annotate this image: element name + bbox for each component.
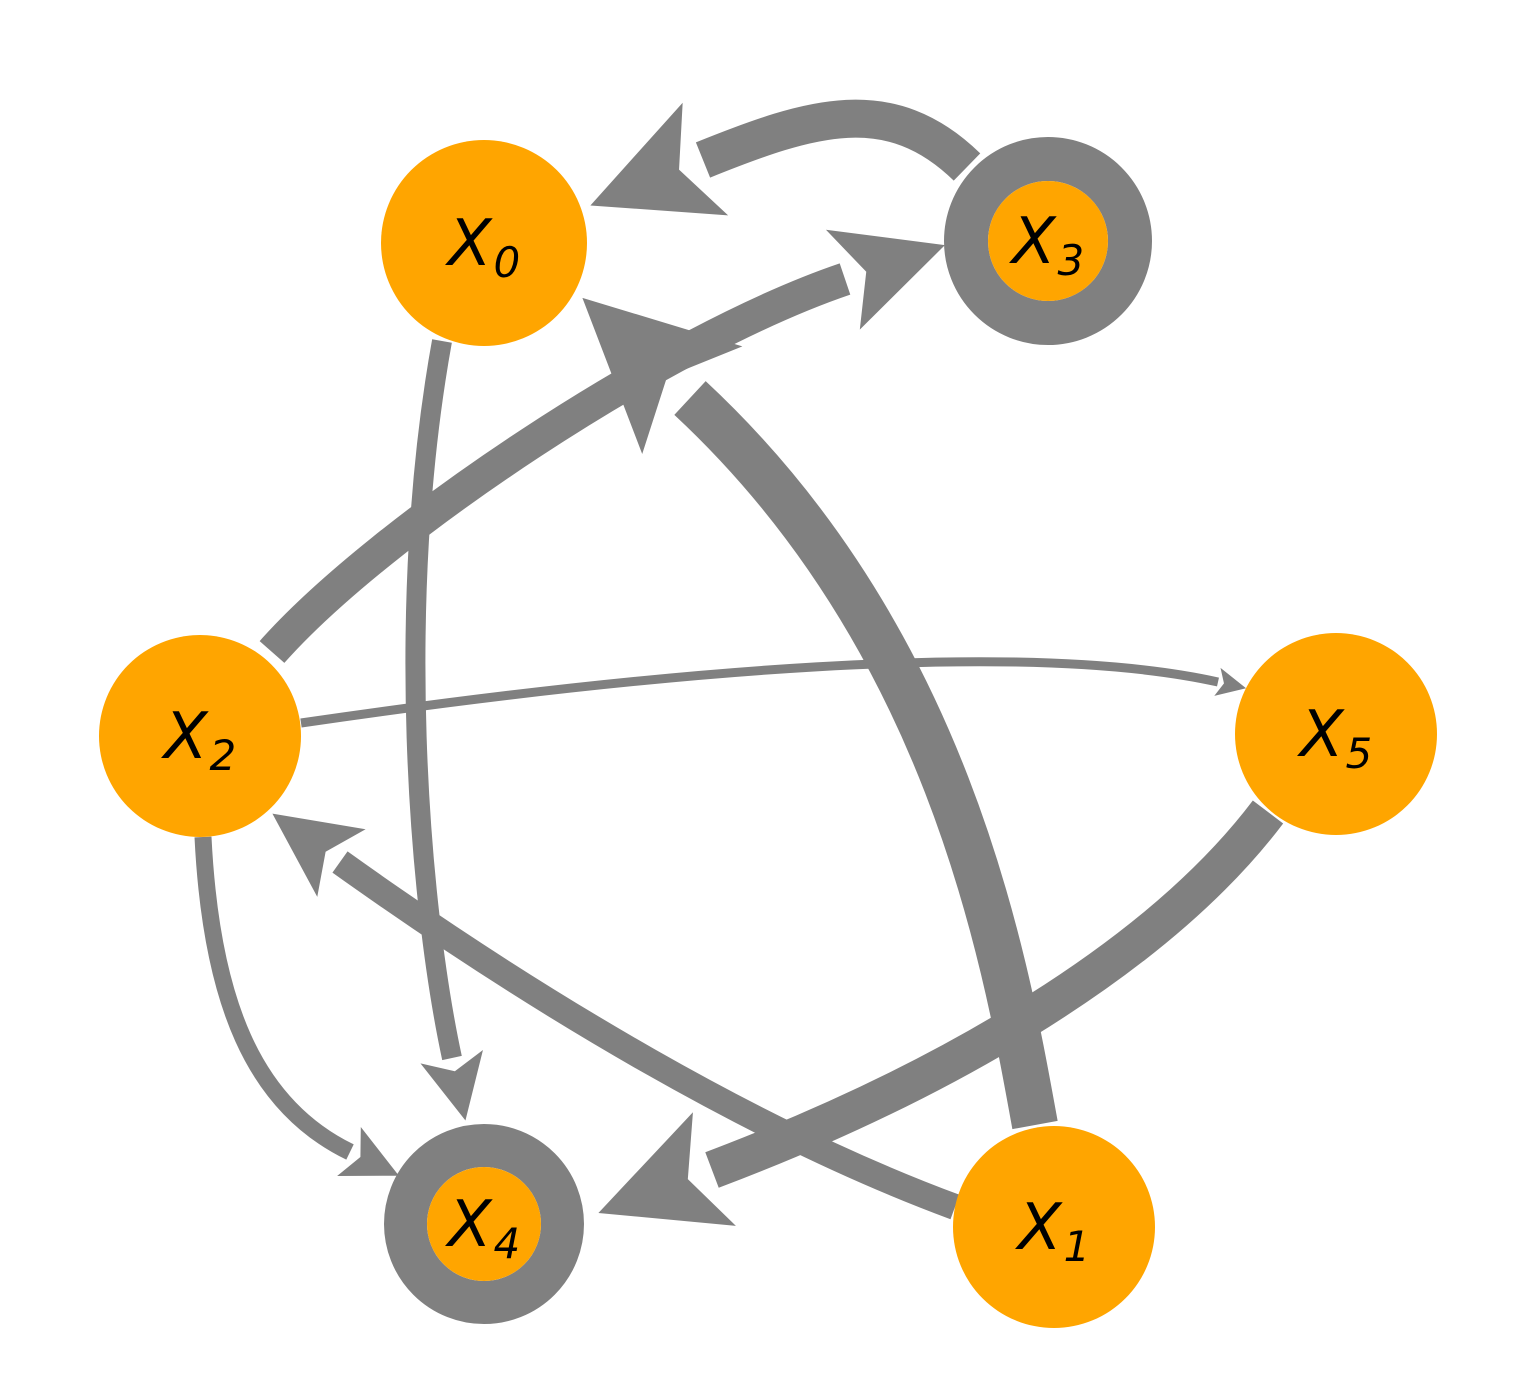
edge-X1-X0 [582, 297, 1058, 1130]
edge-X0-X4 [405, 339, 483, 1121]
edge-X2-X5 [300, 657, 1247, 728]
node-X5: X5 [1235, 633, 1437, 835]
edge-X2-X3 [259, 229, 945, 663]
node-label-X1: X1 [1015, 1191, 1091, 1271]
node-X4: X4 [384, 1124, 584, 1324]
node-circle-X2 [99, 635, 301, 837]
node-X0: X0 [381, 140, 587, 346]
edge-X1-X2 [272, 813, 960, 1220]
self-loop-ring-X4 [384, 1124, 584, 1324]
node-X2: X2 [99, 635, 301, 837]
self-loop-ring-X3 [944, 137, 1152, 345]
node-label-X0: X0 [445, 207, 521, 287]
node-X1: X1 [953, 1126, 1155, 1328]
node-circle-X0 [381, 140, 587, 346]
node-circle-X5 [1235, 633, 1437, 835]
node-label-X5: X5 [1297, 698, 1373, 778]
edge-X2-X4 [194, 836, 399, 1176]
node-circle-X1 [953, 1126, 1155, 1328]
node-X3: X3 [944, 137, 1152, 345]
node-circle-X3 [988, 181, 1108, 301]
node-label-X2: X2 [161, 700, 237, 780]
edges-layer [194, 99, 1284, 1226]
node-circle-X4 [427, 1167, 541, 1281]
edge-X3-X0 [590, 99, 981, 216]
node-label-X3: X3 [1009, 205, 1085, 285]
edge-X5-X4 [598, 800, 1284, 1226]
node-label-X4: X4 [445, 1188, 521, 1268]
